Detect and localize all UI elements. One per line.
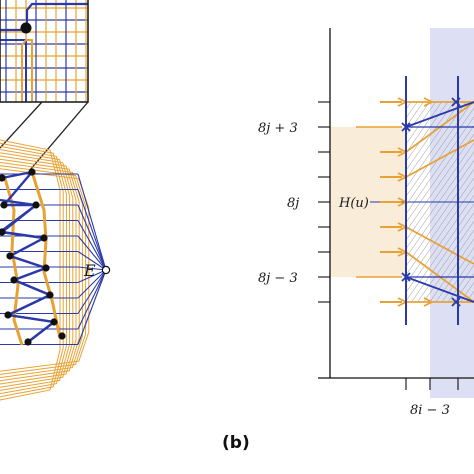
graph-node [32,201,40,209]
graph-drawing [0,139,107,401]
graph-node [58,332,66,340]
inset-blue-path [0,2,88,32]
blue-thick-edge [3,171,33,206]
orange-fan-line [0,168,90,372]
blue-to-e [77,269,107,314]
node-e [101,265,111,275]
graph-node [42,264,50,272]
orange-fan-line [0,158,80,382]
inset-zoom-box [0,0,89,103]
zoom-connector-left [0,101,43,149]
inset-orange-path [21,39,33,102]
blue-edges [405,76,474,325]
orange-fan-line [0,152,74,388]
node-e-label: E [83,261,96,280]
graph-node [10,276,18,284]
graph-node [40,234,48,242]
cross-marker [451,297,461,307]
orange-arrow-head [423,297,435,307]
orange-fan-line [0,139,61,401]
graph-node [46,291,54,299]
inset-node [20,22,32,34]
orange-arrow-head [423,97,435,107]
cross-marker [451,97,461,107]
blue-to-e [77,173,107,271]
blue-to-e [77,204,107,271]
blue-to-e [77,269,107,284]
blue-to-e [77,235,107,271]
blue-to-e [77,251,107,271]
inset-bg [0,0,88,102]
graph-node [0,228,6,236]
orange-fan-line [0,149,71,391]
blue-thick-edge [1,170,33,180]
orange-fan-line [0,142,64,398]
hu-label: H(u) [338,196,369,211]
blue-to-e [77,269,107,330]
cross-marker [401,122,411,132]
panel-caption: (b) [222,433,250,453]
orange-fan-line [0,161,83,379]
orange-ray [405,226,474,265]
graph-node [6,252,14,260]
panel-b: 8j + 3 8j 8j − 3 H(u) 8i − 3 [258,28,474,418]
blue-to-e [77,266,107,271]
y-label-bot: 8j − 3 [258,271,298,286]
orange-fan-line [0,145,67,395]
cross-markers [401,97,461,307]
orange-column [30,171,62,339]
orange-fan-line [0,155,77,385]
graph-node [0,201,8,209]
graph-node [4,311,12,319]
orange-ray [405,139,474,178]
graph-node [50,318,58,326]
graph-node [24,338,32,346]
y-label-mid: 8j [287,196,299,211]
panel-a: E [0,0,111,401]
y-ticks [318,101,330,303]
graph-node [0,174,6,182]
cross-marker [401,272,411,282]
blue-to-e [77,189,107,271]
x-label-left: 8i − 3 [410,403,450,418]
blue-to-e [77,269,107,345]
y-label-top: 8j + 3 [258,121,298,136]
blue-to-e [77,220,107,271]
graph-node [28,168,36,176]
x-ticks [405,378,459,390]
blue-to-e [77,269,107,299]
